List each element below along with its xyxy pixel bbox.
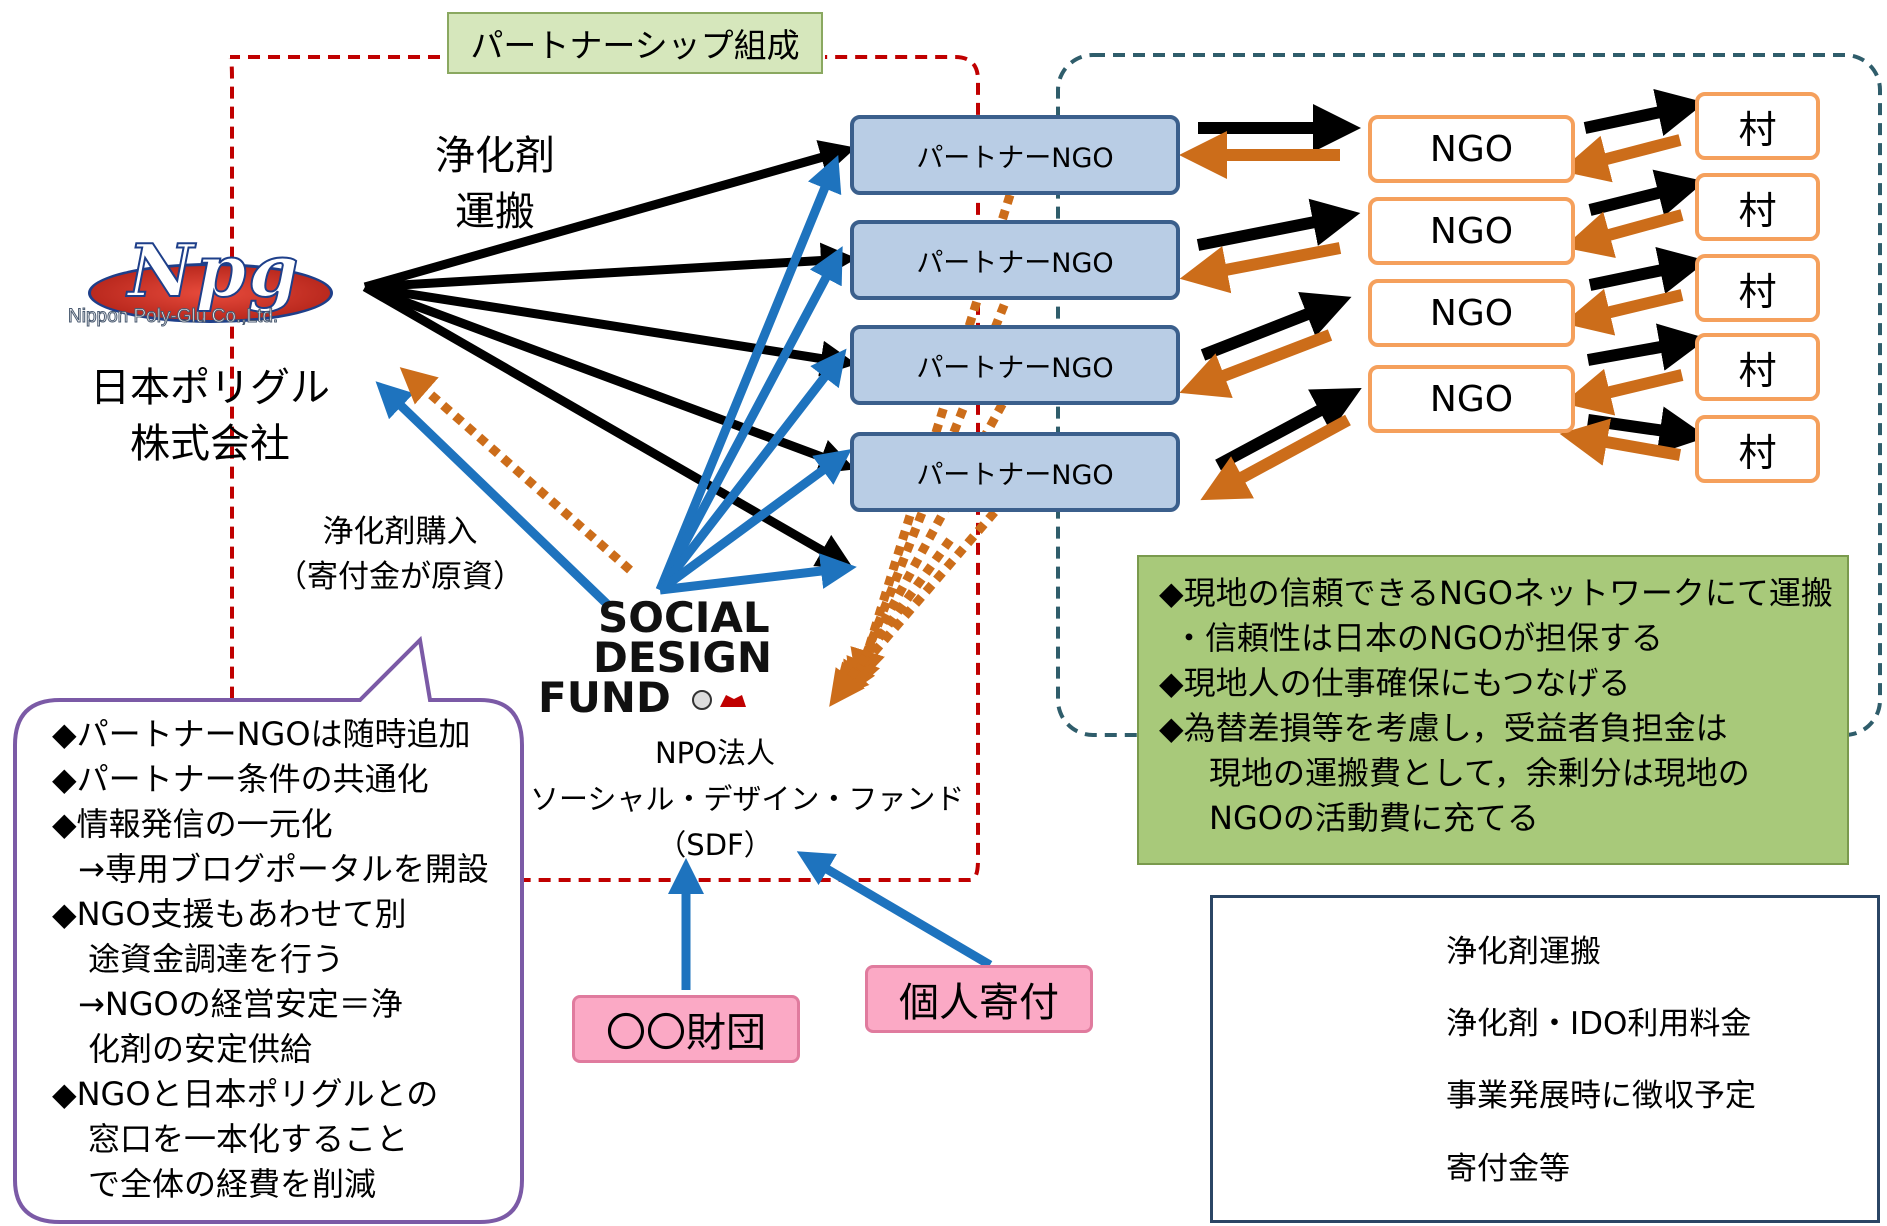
legend <box>1210 895 1880 1223</box>
individual-donation-box: 個人寄付 <box>865 965 1093 1033</box>
partnership-title: パートナーシップ組成 <box>447 12 823 74</box>
sdf-mascot-icon <box>690 685 750 715</box>
partner-ngo-3: パートナーNGO <box>850 325 1180 405</box>
legend-label-future: 事業発展時に徴収予定 <box>1446 1078 1756 1114</box>
callout-bubble <box>13 635 524 1224</box>
purchase-label: 浄化剤購入 （寄付金が原資） <box>276 514 524 595</box>
npg-logo-ellipse <box>88 263 333 323</box>
local-ngo-4: NGO <box>1368 365 1575 433</box>
village-2: 村 <box>1695 173 1820 241</box>
village-4: 村 <box>1695 333 1820 401</box>
npg-logo-subtext: Nippon Poly-Glu Co.,Ltd. <box>68 306 279 328</box>
arrow-sdf-extra <box>659 553 857 595</box>
npg-logo: Npg Nippon Poly-Glu Co.,Ltd. <box>68 227 368 338</box>
arrow-sdf-partner2 <box>656 246 843 593</box>
arrow-sdf-partner3 <box>656 348 847 593</box>
partner-ngo-4: パートナーNGO <box>850 432 1180 512</box>
npg-logo-mark: Npg <box>127 227 301 314</box>
arrow-npg-partner3 <box>364 282 857 377</box>
dashed-extra <box>829 537 954 707</box>
legend-label-fee: 浄化剤・IDO利用料金 <box>1446 1006 1752 1042</box>
partner-ngo-1: パートナーNGO <box>850 115 1180 195</box>
local-ngo-1: NGO <box>1368 115 1575 183</box>
legend-label-transport: 浄化剤運搬 <box>1446 934 1601 970</box>
arrow-sdf-partner1 <box>655 155 842 592</box>
company-name: 日本ポリグル 株式会社 <box>90 365 330 467</box>
callout-text: ◆パートナーNGOは随時追加 ◆パートナー条件の共通化 ◆情報発信の一元化 →専… <box>52 715 489 1203</box>
local-ngo-2: NGO <box>1368 197 1575 265</box>
foundation-box: 〇〇財団 <box>572 995 800 1063</box>
arrow-npg-partner2 <box>364 242 857 292</box>
sdf-logo: SOCIAL DESIGN FUND <box>538 593 773 722</box>
transport-label: 浄化剤 運搬 <box>435 133 555 235</box>
village-3: 村 <box>1695 254 1820 322</box>
local-ngo-3: NGO <box>1368 279 1575 347</box>
village-5: 村 <box>1695 415 1820 483</box>
sdf-name: NPO法人 ソーシャル・デザイン・ファンド （SDF） <box>530 736 965 862</box>
arrow-sdf-partner4 <box>657 449 852 594</box>
network-info-box: ◆現地の信頼できるNGOネットワークにて運搬 ・信頼性は日本のNGOが担保する … <box>1137 555 1849 865</box>
partner-ngo-2: パートナーNGO <box>850 220 1180 300</box>
arrow-sdf-npg <box>375 381 612 609</box>
village-1: 村 <box>1695 92 1820 160</box>
legend-label-donation: 寄付金等 <box>1446 1151 1570 1187</box>
arrow-npg-partner1 <box>363 140 856 292</box>
arrow-individual-sdf <box>796 851 993 969</box>
arrow-npg-partner4 <box>363 282 856 474</box>
arrow-npg-sdf-direction <box>362 283 854 569</box>
